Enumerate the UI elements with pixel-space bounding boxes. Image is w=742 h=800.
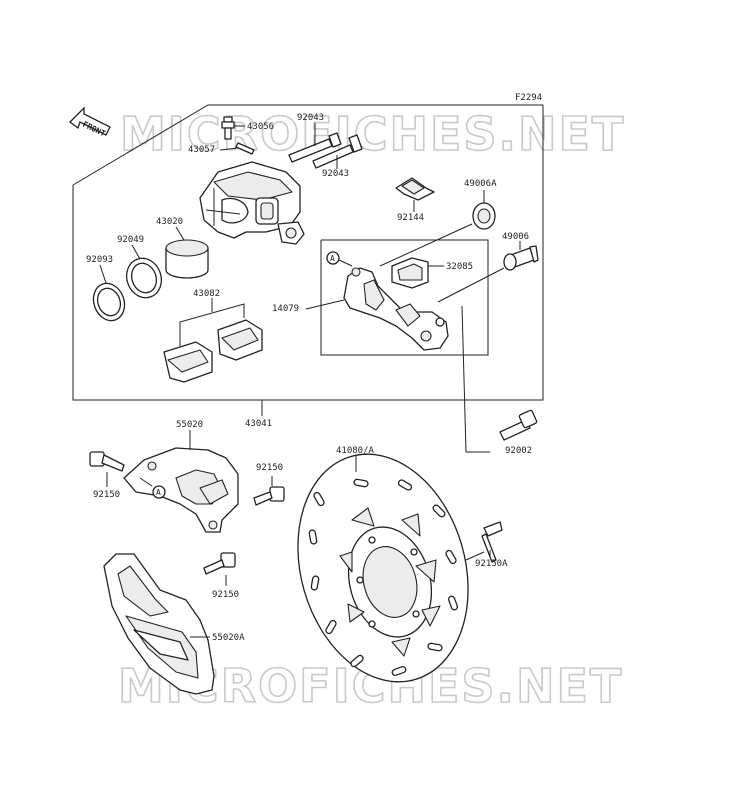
label-92049: 92049 (117, 235, 144, 245)
callout-a-upper: A (326, 251, 340, 265)
label-92150-plate: 92150 (212, 590, 239, 600)
label-92150-left: 92150 (93, 490, 120, 500)
sleeve-bushing (503, 245, 539, 271)
holder-bolt (499, 409, 538, 441)
plate-bolt (203, 552, 236, 575)
figure-code: F2294 (515, 93, 542, 103)
label-92002: 92002 (505, 446, 532, 456)
label-92150a: 92150A (475, 559, 508, 569)
brake-disc (297, 453, 469, 683)
svg-text:A: A (330, 254, 335, 263)
label-41080a: 41080/A (336, 446, 375, 456)
label-43082: 43082 (193, 289, 220, 299)
label-92093: 92093 (86, 255, 113, 265)
pad-spring (395, 177, 435, 201)
caliper-holder (343, 267, 449, 351)
guard-plate (103, 553, 215, 695)
label-43020: 43020 (156, 217, 183, 227)
brake-pad-left (163, 341, 213, 383)
rubber-boot (472, 202, 496, 230)
label-92043-upper: 92043 (297, 113, 324, 123)
label-92144: 92144 (397, 213, 424, 223)
label-43056: 43056 (247, 122, 274, 132)
front-arrow-icon: FRONT (69, 106, 111, 138)
dust-seal (92, 282, 126, 322)
label-49006a: 49006A (464, 179, 497, 189)
caliper-assembly-outline (72, 104, 544, 401)
label-55020a: 55020A (212, 633, 245, 643)
callout-a-lower: A (152, 485, 166, 499)
guard-bolt-left (89, 451, 125, 472)
label-43041: 43041 (245, 419, 272, 429)
piston-seal (125, 257, 163, 299)
svg-text:A: A (156, 488, 161, 497)
label-49006: 49006 (502, 232, 529, 242)
label-55020: 55020 (176, 420, 203, 430)
bleeder-valve (221, 116, 235, 140)
holder-subassembly-box (320, 239, 489, 356)
label-14079: 14079 (272, 304, 299, 314)
label-32085: 32085 (446, 262, 473, 272)
slide-pin-upper (288, 132, 342, 163)
pad-guide-plate (391, 257, 429, 289)
disc-bolt (481, 521, 503, 563)
label-43057: 43057 (188, 145, 215, 155)
caliper-piston (165, 239, 209, 279)
caliper-guard (123, 447, 239, 533)
caliper-body (199, 161, 305, 245)
brake-pad-right (217, 319, 263, 361)
watermark-top: MICROFICHES.NET (120, 107, 625, 161)
label-92150-right: 92150 (256, 463, 283, 473)
slide-pin-lower (312, 134, 363, 169)
bleeder-cap (235, 142, 255, 155)
label-92043-lower: 92043 (322, 169, 349, 179)
guard-bolt-right (253, 486, 285, 506)
